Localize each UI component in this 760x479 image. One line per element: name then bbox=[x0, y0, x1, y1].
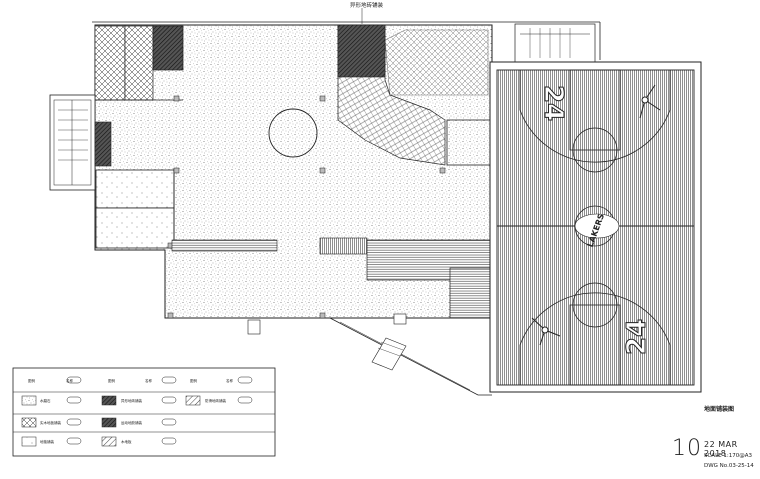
central-circle-feature bbox=[268, 108, 318, 158]
central-bar bbox=[171, 239, 278, 252]
lower-stair bbox=[371, 337, 407, 371]
legend-header: 图例 bbox=[28, 378, 35, 383]
top-annotation-label: 异形地砖铺装 bbox=[350, 1, 384, 9]
legend-headers: 图例 名称 图例 名称 图例 名称 bbox=[28, 378, 233, 383]
cross-hatch-top-right bbox=[384, 29, 489, 96]
sheet-date: 22 MAR 2018 bbox=[704, 440, 738, 458]
sheet-number: 10 bbox=[672, 436, 702, 461]
legend-label: 水磨石 bbox=[40, 398, 51, 403]
dot-room-upper bbox=[95, 169, 175, 209]
left-stair bbox=[49, 94, 96, 191]
court-number-top: 24 bbox=[538, 85, 568, 121]
dot-room-lower bbox=[95, 207, 175, 249]
legend-header: 图例 bbox=[190, 378, 197, 383]
legend-box bbox=[12, 367, 276, 457]
court-emblem-top bbox=[639, 84, 661, 119]
dark-hatch-block bbox=[94, 121, 112, 167]
court-emblem-bottom bbox=[531, 317, 561, 346]
title-block: 地面铺装图 10 22 MAR 2018 SCALE 1:170@A3 DWG … bbox=[672, 402, 758, 476]
court-number-bottom: 24 bbox=[622, 319, 652, 355]
cross-hatch-room-a bbox=[94, 25, 126, 101]
wood-floor-lower bbox=[449, 267, 491, 319]
legend-label: 木地板 bbox=[121, 439, 132, 444]
dark-hatch-top bbox=[337, 24, 386, 78]
legend-label: 防滑地砖铺装 bbox=[205, 398, 226, 403]
legend-header: 图例 bbox=[108, 378, 115, 383]
dark-hatch-room bbox=[152, 25, 184, 71]
legend-label: 异形地砖铺装 bbox=[121, 398, 142, 403]
top-right-stair bbox=[514, 23, 596, 63]
sheet-dwg-number: DWG No.03-25-14 bbox=[704, 463, 754, 469]
sheet-scale: SCALE 1:170@A3 bbox=[704, 453, 752, 459]
legend-label: 运动地胶铺装 bbox=[121, 420, 142, 425]
basketball-court bbox=[489, 61, 702, 393]
entry-block bbox=[247, 319, 261, 335]
legend-header: 名称 bbox=[145, 378, 152, 383]
legend-header: 名称 bbox=[226, 378, 233, 383]
wood-floor-upper bbox=[366, 239, 491, 281]
cross-hatch-room-b bbox=[124, 25, 154, 101]
legend-header: 名称 bbox=[66, 378, 73, 383]
legend-labels: 水磨石 异形地砖铺装 防滑地砖铺装 实木地板铺装 运动地胶铺装 地毯铺装 木地板 bbox=[40, 398, 226, 444]
sheet-title: 地面铺装图 bbox=[704, 406, 735, 413]
small-room-right bbox=[446, 119, 491, 166]
legend-label: 实木地板铺装 bbox=[40, 420, 61, 425]
legend-label: 地毯铺装 bbox=[40, 439, 54, 444]
